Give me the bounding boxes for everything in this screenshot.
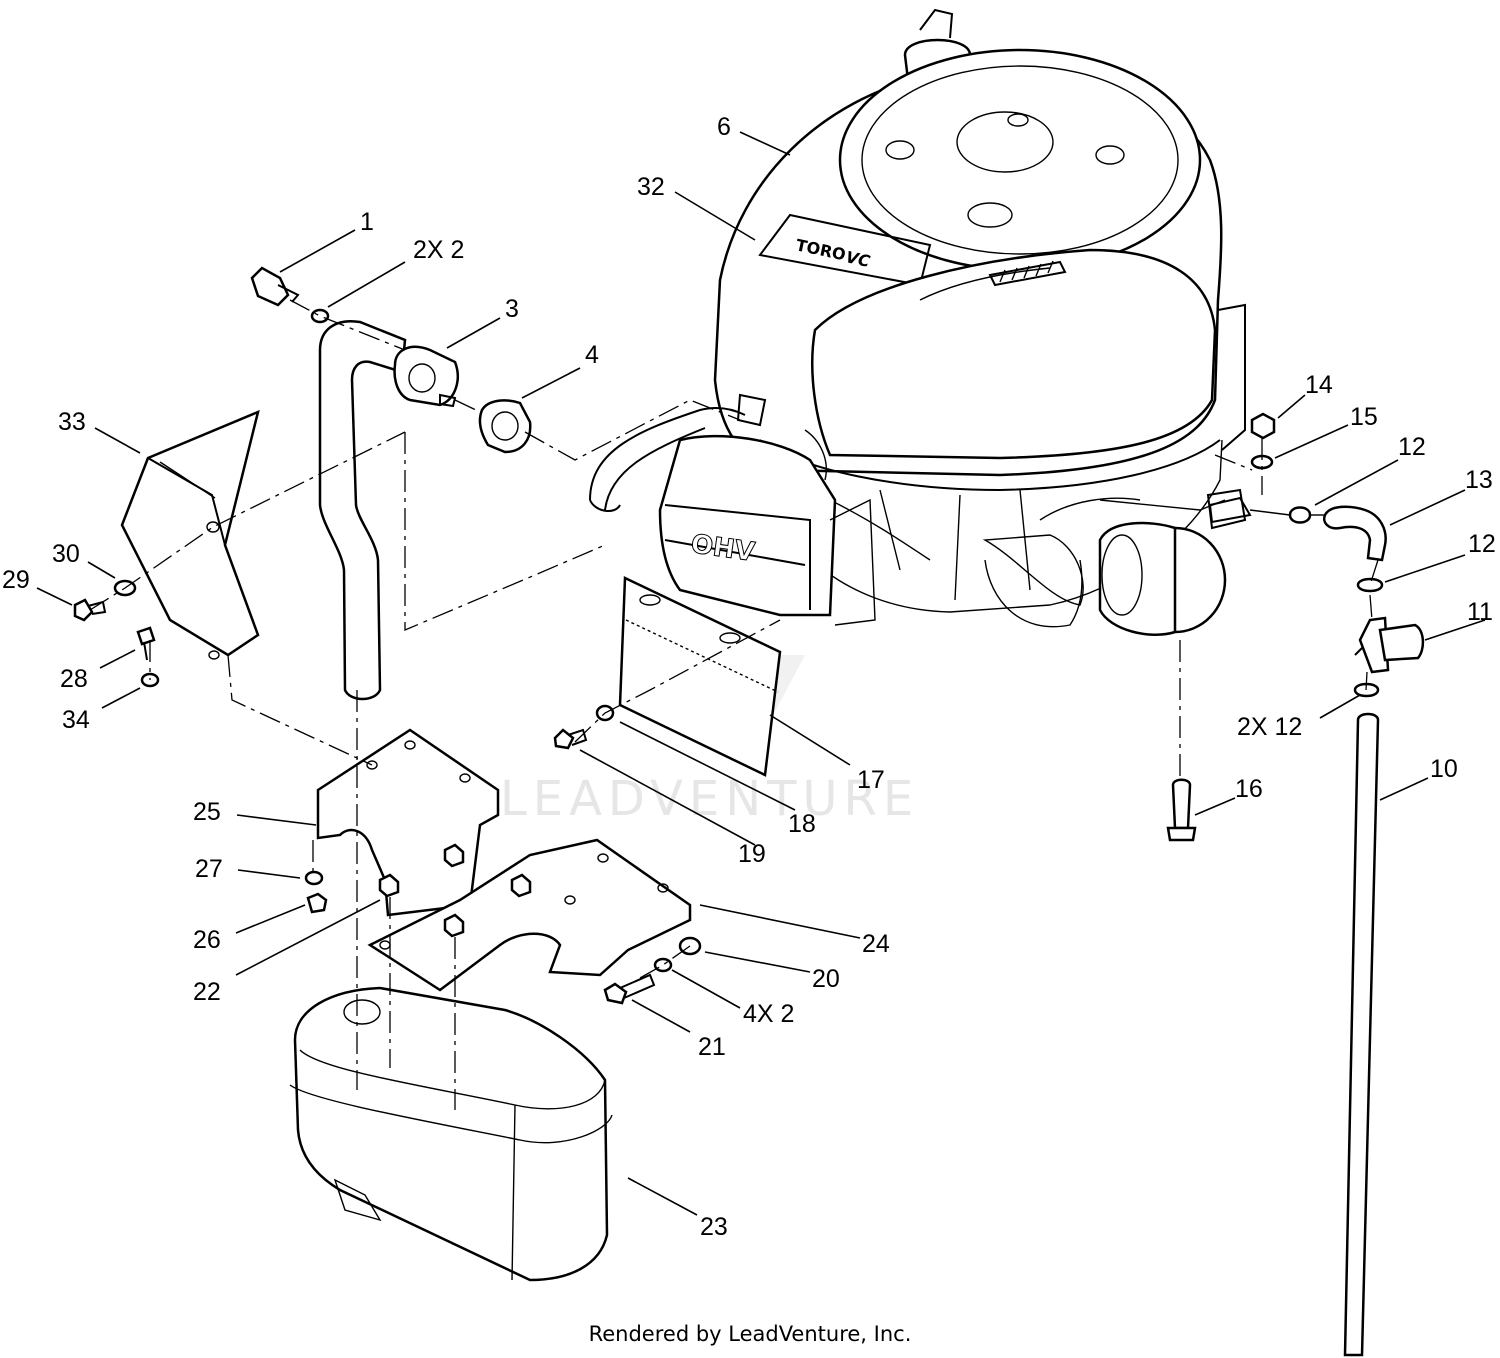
decal-plate	[758, 213, 932, 287]
footer-credit: Rendered by LeadVenture, Inc.	[588, 1322, 912, 1346]
callout-19: 19	[738, 840, 766, 868]
exhaust-pipe[interactable]	[318, 319, 407, 701]
callout-13: 13	[1465, 466, 1493, 494]
callout-3: 3	[505, 295, 519, 323]
callout-1: 1	[360, 208, 374, 236]
callout-20: 20	[812, 965, 840, 993]
callout-labels: 1 2X 2 3 4 6 32 33 30 29 28 34 14 15 12 …	[2, 113, 1496, 1241]
bracket-nut[interactable]	[306, 892, 328, 914]
callout-12-upper: 12	[1398, 433, 1426, 461]
valve-cover	[658, 434, 837, 617]
callout-18: 18	[788, 810, 816, 838]
brand-suffix: VC	[844, 247, 872, 271]
callout-12-mid: 12	[1468, 530, 1496, 558]
shield-bolt[interactable]	[73, 598, 107, 622]
callout-17: 17	[857, 766, 885, 794]
deflector-plate[interactable]	[618, 576, 782, 777]
callout-4: 4	[585, 341, 599, 369]
callout-2x12: 2X 12	[1237, 713, 1302, 741]
callout-15: 15	[1350, 403, 1378, 431]
muffler[interactable]	[289, 986, 613, 1282]
callout-6: 6	[717, 113, 731, 141]
lock-washer-2[interactable]	[653, 957, 673, 973]
muffler-bracket-lower[interactable]	[367, 838, 692, 992]
callout-10: 10	[1430, 755, 1458, 783]
callout-2x2: 2X 2	[413, 236, 464, 264]
bracket-washer[interactable]	[304, 870, 324, 886]
engine-assembly[interactable]: TORO VC OHV	[589, 8, 1247, 636]
callout-33: 33	[58, 408, 86, 436]
shield-screw[interactable]	[136, 626, 156, 661]
callout-34: 34	[62, 706, 90, 734]
exhaust-bolt[interactable]	[250, 266, 300, 307]
leader-lines	[36, 131, 1486, 1216]
fuel-nut[interactable]	[1250, 412, 1276, 440]
callout-21: 21	[698, 1033, 726, 1061]
callout-11: 11	[1467, 598, 1493, 626]
hose-clamp-mid[interactable]	[1356, 577, 1384, 593]
callout-14: 14	[1305, 371, 1333, 399]
heat-shield[interactable]	[120, 409, 260, 660]
exhaust-gasket[interactable]	[478, 399, 532, 454]
fuel-hose[interactable]	[1343, 712, 1380, 1357]
callout-28: 28	[60, 665, 88, 693]
bolt-21[interactable]	[603, 973, 656, 1005]
watermark-text: LEADVENTURE	[500, 771, 919, 827]
callout-22: 22	[193, 978, 221, 1006]
callout-27: 27	[195, 855, 223, 883]
washer[interactable]	[310, 308, 330, 324]
callout-16: 16	[1235, 775, 1263, 803]
assembly-lines	[89, 299, 1379, 1110]
fuel-shutoff-valve[interactable]	[1354, 616, 1425, 674]
exhaust-flange[interactable]	[393, 345, 459, 408]
callout-30: 30	[52, 540, 80, 568]
hose-clamp-upper[interactable]	[1288, 506, 1312, 524]
fuel-elbow-hose[interactable]	[1323, 505, 1387, 562]
callout-26: 26	[193, 926, 221, 954]
callout-29: 29	[2, 566, 30, 594]
deflector-bolt[interactable]	[553, 728, 588, 750]
mount-bolt-16[interactable]	[1166, 778, 1197, 842]
callout-23: 23	[700, 1213, 728, 1241]
callout-25: 25	[193, 798, 221, 826]
bracket-bolts[interactable]	[378, 843, 532, 938]
callout-32: 32	[637, 173, 665, 201]
callout-24: 24	[862, 930, 890, 958]
muffler-bracket-upper[interactable]	[316, 728, 500, 917]
callout-4x2: 4X 2	[743, 1000, 794, 1028]
